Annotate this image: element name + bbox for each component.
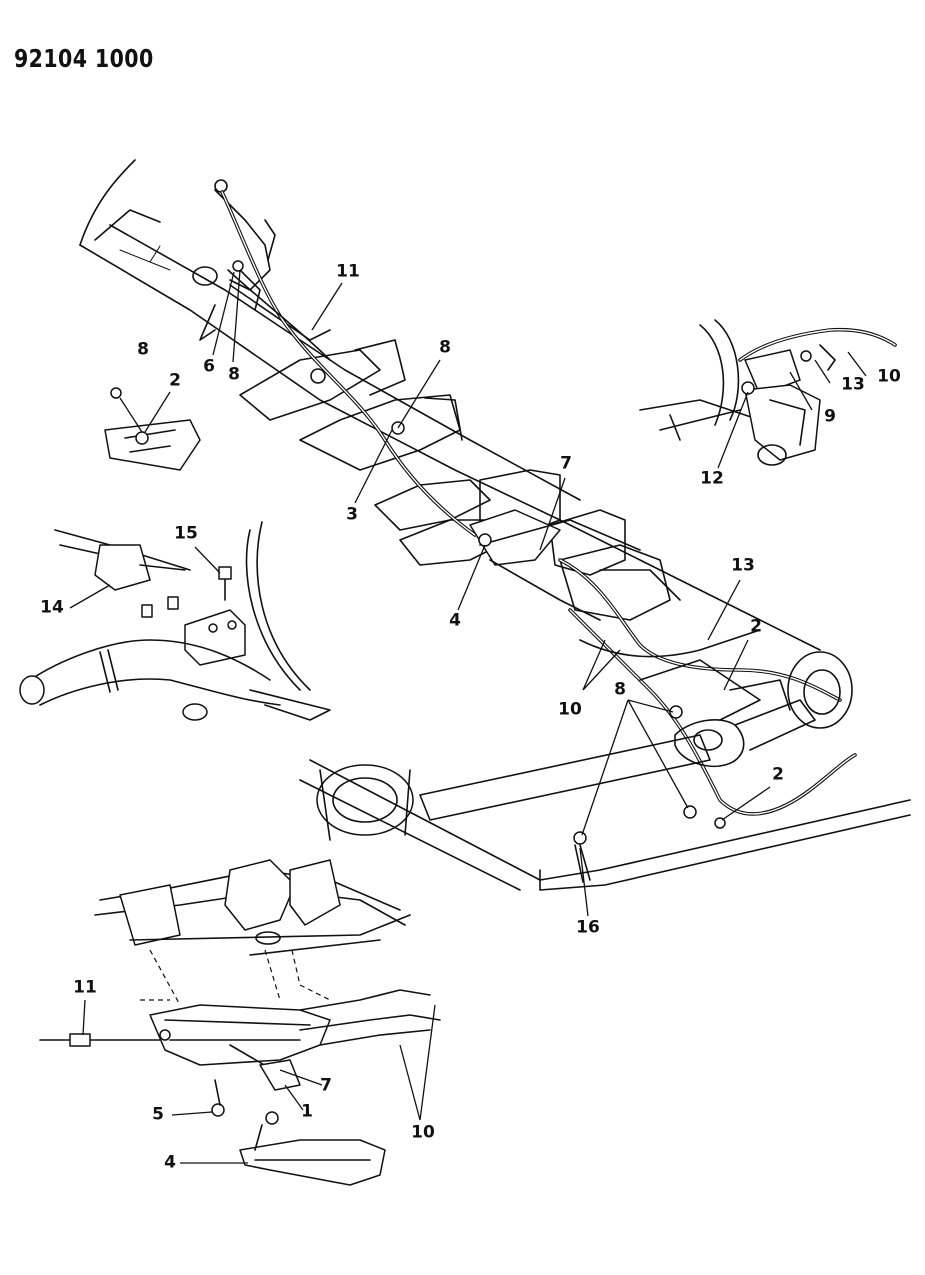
callout-6: 6 bbox=[203, 356, 215, 377]
callout-8-left: 8 bbox=[137, 339, 149, 360]
callout-4-bottom: 4 bbox=[164, 1152, 176, 1173]
callout-7-lever: 7 bbox=[320, 1075, 332, 1096]
callout-8-lower: 8 bbox=[614, 679, 626, 700]
callout-10-bottom: 10 bbox=[411, 1122, 435, 1143]
callout-11-rear: 11 bbox=[73, 977, 97, 998]
figure-id: 92104 1000 bbox=[14, 44, 154, 73]
upper-chassis-section bbox=[79, 159, 821, 651]
callout-leaders bbox=[69, 269, 867, 1164]
callout-14: 14 bbox=[40, 597, 64, 618]
rear-axle bbox=[299, 651, 911, 891]
callout-2-mid: 2 bbox=[750, 616, 762, 637]
callout-9: 9 bbox=[824, 406, 836, 427]
callout-11-front-cable: 11 bbox=[336, 261, 360, 282]
callout-12: 12 bbox=[700, 468, 724, 489]
parking-brake-lever-assembly bbox=[39, 989, 441, 1186]
callout-13-top: 13 bbox=[841, 374, 865, 395]
callout-10-right: 10 bbox=[877, 366, 901, 387]
callout-4-mid: 4 bbox=[449, 610, 461, 631]
callout-7-equalizer: 7 bbox=[560, 453, 572, 474]
callout-2-lower: 2 bbox=[772, 764, 784, 785]
callout-1: 1 bbox=[301, 1101, 313, 1122]
callout-8-bolt: 8 bbox=[228, 364, 240, 385]
callout-10-mid: 10 bbox=[558, 699, 582, 720]
callout-2-left: 2 bbox=[169, 370, 181, 391]
equalizer-bracket bbox=[469, 509, 641, 621]
cable-clip-detail bbox=[104, 387, 201, 471]
callout-3: 3 bbox=[346, 504, 358, 525]
callout-16: 16 bbox=[576, 917, 600, 938]
lever-mount-detail bbox=[19, 521, 331, 721]
callout-15: 15 bbox=[174, 523, 198, 544]
rear-brake-detail bbox=[639, 319, 897, 466]
callout-13-mid: 13 bbox=[731, 555, 755, 576]
lower-chassis-section bbox=[94, 859, 411, 1006]
callout-5: 5 bbox=[152, 1104, 164, 1125]
rear-cables bbox=[558, 558, 857, 816]
callout-8-clip-top: 8 bbox=[439, 337, 451, 358]
